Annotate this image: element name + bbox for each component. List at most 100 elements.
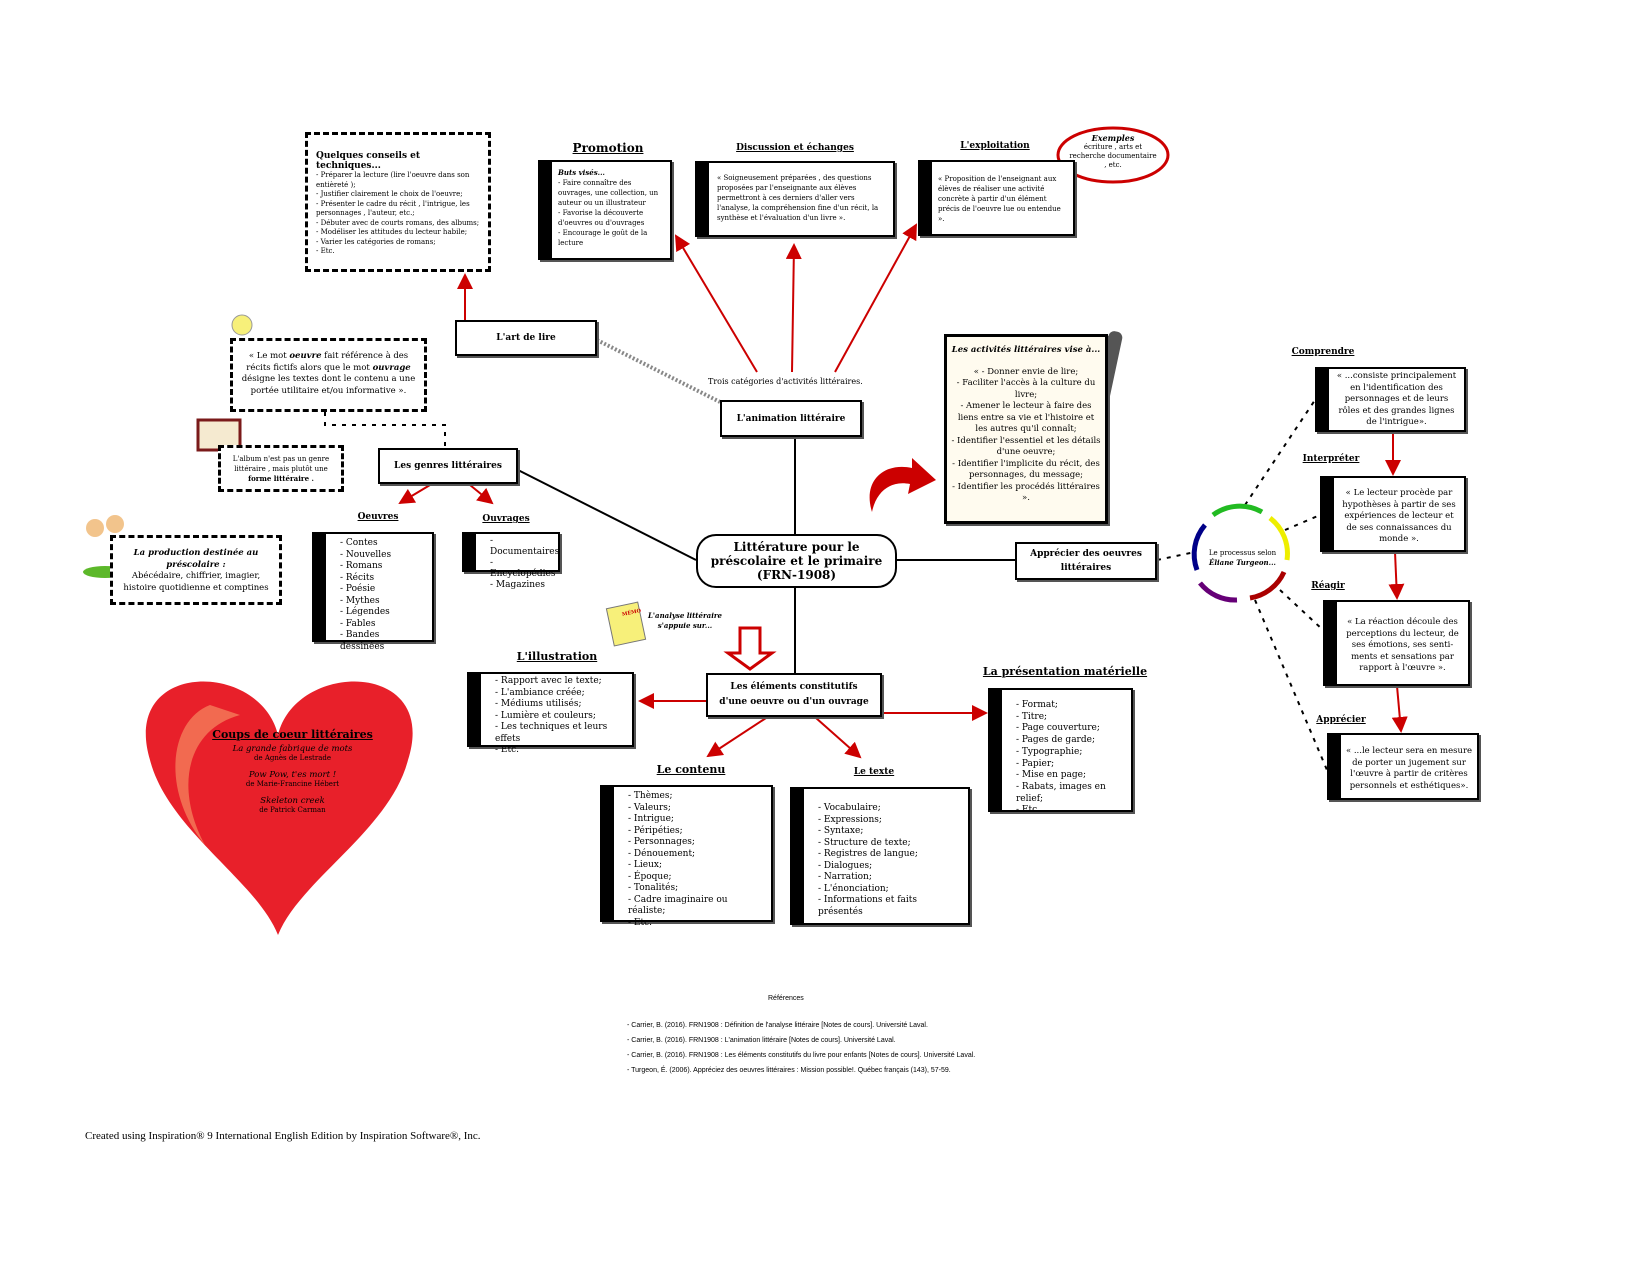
list-item: - Récits [340, 572, 375, 583]
central-line: préscolaire et le primaire [710, 554, 883, 568]
list-item: - Légendes [340, 607, 390, 617]
exploitation-title: L'exploitation [960, 141, 1030, 151]
down-arrow-icon [723, 626, 777, 671]
cycle-icon [1191, 503, 1290, 603]
list-item: - Informations et faits présentés [818, 895, 918, 917]
note-word-oeuvre: oeuvre [289, 351, 322, 361]
list-item: - Faciliter l'accès à la culture du livr… [956, 378, 1096, 400]
activites-note: Les activités littéraires vise à... « - … [944, 334, 1108, 524]
book-author: de Marie-Francine Hébert [245, 780, 340, 788]
animation-node[interactable]: L'animation littéraire [720, 400, 862, 437]
coups-title: Coups de coeur littéraires [212, 728, 373, 741]
list-item: « - Donner envie de lire; [973, 366, 1079, 377]
discussion-title: Discussion et échanges [736, 143, 854, 153]
list-item: - Préparer la lecture (lire l'oeuvre dan… [316, 171, 470, 189]
genres-node[interactable]: Les genres littéraires [378, 448, 518, 484]
list-item: - Débuter avec de courts romans, des alb… [316, 218, 480, 227]
list-item: - Poésie [340, 584, 376, 594]
list-item: - Etc. [495, 745, 519, 755]
reference-item: - Carrier, B. (2016). FRN1908 : Les élém… [627, 1052, 976, 1059]
list-item: - Amener le lecteur à faire des liens en… [957, 401, 1095, 434]
coups-de-coeur: Coups de coeur littéraires La grande fab… [200, 728, 385, 815]
list-item: - Mise en page; [1016, 770, 1087, 781]
list-item: - Etc. [628, 917, 652, 928]
production-text: Abécédaire, chiffrier, imagier, histoire… [123, 571, 269, 593]
list-item: - Bandes dessinées [340, 630, 385, 652]
curved-arrow-icon [869, 458, 936, 512]
list-item: - Thèmes; [628, 791, 673, 801]
ouvrages-list: - Documentaires- Encyclopédies- Magazine… [462, 532, 560, 590]
apprecier-oeuvres-node[interactable]: Apprécier des oeuvres littéraires [1015, 542, 1157, 580]
list-item: - Faire connaître des ouvrages, une coll… [558, 179, 659, 207]
oeuvre-ouvrage-note: « Le mot oeuvre fait référence à des réc… [230, 338, 427, 412]
list-item: - Justifier clairement le choix de l'oeu… [316, 190, 463, 198]
conseils-title: Quelques conseils et techniques... [316, 151, 421, 171]
exemples-bubble: Exemples écriture , arts et recherche do… [1068, 134, 1158, 170]
list-item: - Identifier l'implicite du récit, des p… [952, 458, 1100, 481]
list-item: - Documentaires [490, 536, 560, 557]
list-item: - Identifier l'essentiel et les détails … [951, 435, 1101, 458]
book-title: Pow Pow, t'es mort ! [248, 770, 337, 780]
presentation-list: - Format;- Titre;- Page couverture;- Pag… [988, 688, 1133, 815]
list-item: - Présenter le cadre du récit , l'intrig… [316, 199, 470, 218]
note-word-ouvrage: ouvrage [372, 362, 411, 373]
list-item: - Rabats, images en relief; [1016, 781, 1106, 804]
reference-item: - Carrier, B. (2016). FRN1908 : Définiti… [627, 1022, 928, 1029]
conseils-note: Quelques conseils et techniques... - Pré… [305, 132, 491, 272]
apprecier-box[interactable]: « ...le lecteur sera en mesure de porter… [1327, 733, 1479, 800]
book-title: La grande fabrique de mots [232, 744, 353, 754]
children-icon [86, 519, 104, 537]
list-item: - L'énonciation; [818, 883, 889, 894]
contenu-list: - Thèmes;- Valeurs;- Intrigue;- Péripéti… [600, 785, 773, 928]
footer-credit: Created using Inspiration® 9 Internation… [85, 1130, 481, 1142]
list-item: - Etc. [1016, 805, 1040, 816]
list-item: - Valeurs; [628, 802, 671, 813]
list-item: - Magazines [490, 580, 545, 590]
processus-line: Le processus selon [1208, 549, 1277, 557]
list-item: - Syntaxe; [818, 826, 864, 836]
interpreter-title: Interpréter [1302, 454, 1360, 464]
list-item: - Mythes [340, 595, 380, 606]
texte-list: - Vocabulaire;- Expressions;- Syntaxe;- … [790, 787, 970, 925]
oeuvres-list: - Contes- Nouvelles- Romans- Récits- Poé… [312, 532, 434, 652]
list-item: - Typographie; [1016, 746, 1083, 757]
book-title: Skeleton creek [260, 796, 325, 806]
list-item: - Identifier les procédés littéraires ». [952, 481, 1100, 504]
list-item: - Lumière et couleurs; [495, 710, 596, 721]
art-de-lire-node[interactable]: L'art de lire [455, 320, 597, 356]
list-item: - Fables [340, 618, 376, 629]
speech-bubble [1056, 126, 1170, 184]
production-note: La production destinée au préscolaire : … [110, 535, 282, 605]
reagir-box[interactable]: « La réaction découle des perceptions du… [1323, 600, 1470, 686]
book-author: de Agnès de Lestrade [253, 754, 332, 762]
album-note: L'album n'est pas un genre littéraire , … [218, 445, 344, 492]
list-item: - Favorise la découverte d'oeuvres ou d'… [558, 209, 645, 227]
list-item: - Rapport avec le texte; [495, 676, 602, 686]
promotion-title: Promotion [572, 141, 644, 155]
discussion-box[interactable]: « Soigneusement préparées , des question… [695, 161, 895, 237]
list-item: - Encyclopédies [490, 558, 556, 579]
promotion-box[interactable]: Buts visés... - Faire connaître des ouvr… [538, 160, 672, 260]
list-item: - Les techniques et leurs effets [495, 722, 608, 744]
list-item: - Narration; [818, 872, 872, 882]
comprendre-box[interactable]: « ...consiste principalement en l'identi… [1315, 367, 1466, 432]
link-art-animation [596, 338, 721, 404]
production-title: La production destinée au préscolaire : [133, 548, 259, 570]
reference-item: - Carrier, B. (2016). FRN1908 : L'animat… [627, 1037, 896, 1044]
texte-title: Le texte [853, 767, 895, 777]
exemples-text: écriture , arts et recherche documentair… [1069, 143, 1157, 169]
list-item: - Dialogues; [818, 860, 873, 871]
interpreter-box[interactable]: « Le lecteur procède par hypothèses à pa… [1320, 476, 1466, 552]
elements-line: d'une oeuvre ou d'un ouvrage [719, 697, 869, 707]
central-line: (FRN-1908) [756, 568, 837, 582]
ouvrages-title: Ouvrages [482, 514, 530, 524]
note-text: désigne les textes dont le contenu a une… [241, 374, 416, 396]
list-item: - Cadre imaginaire ou réaliste; [628, 894, 728, 917]
list-item: - Romans [340, 561, 383, 571]
list-item: - Registres de langue; [818, 849, 918, 859]
exploitation-box[interactable]: « Proposition de l'enseignant aux élèves… [918, 160, 1075, 236]
list-item: - Péripéties; [628, 825, 683, 836]
